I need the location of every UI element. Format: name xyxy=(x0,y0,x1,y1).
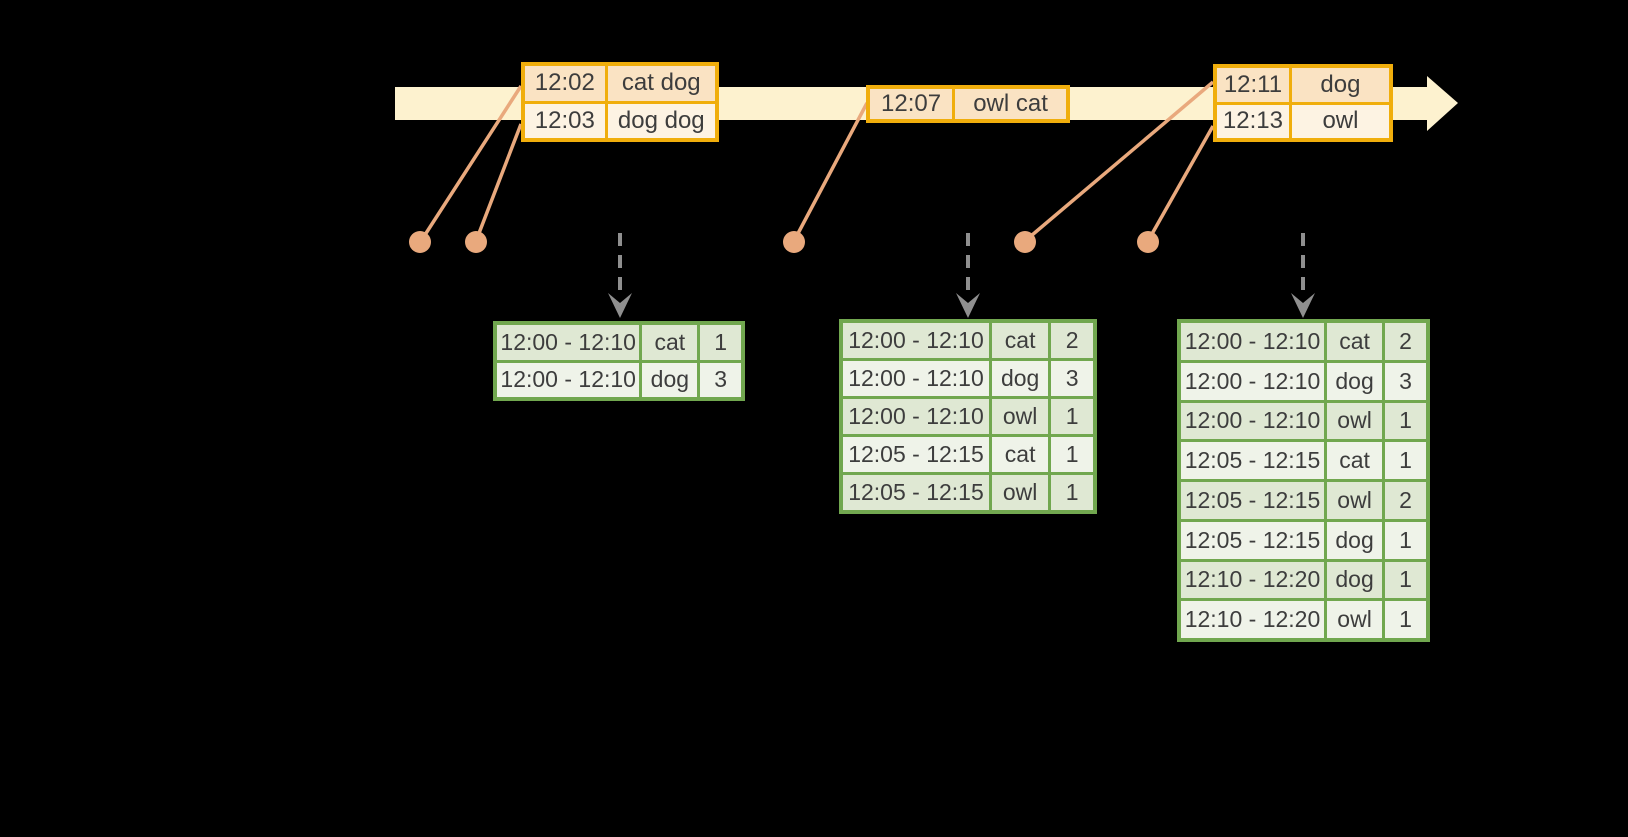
result-cell-count: 3 xyxy=(700,362,741,397)
result-cell-word: cat xyxy=(991,323,1049,358)
result-cell-word: owl xyxy=(991,399,1049,434)
result-cell-window: 12:00 - 12:10 xyxy=(1181,362,1324,400)
result-cell-window: 12:00 - 12:10 xyxy=(1181,402,1324,440)
connector-line xyxy=(1023,80,1215,243)
result-cell-count: 2 xyxy=(1385,482,1426,519)
result-cell-count: 2 xyxy=(1385,323,1426,360)
down-arrowhead-icon xyxy=(608,293,632,318)
result-cell-window: 12:00 - 12:10 xyxy=(843,323,989,358)
result-cell-word: dog xyxy=(1326,362,1383,400)
result-cell-count: 1 xyxy=(1385,442,1426,479)
event-cell-time: 12:13 xyxy=(1217,104,1289,138)
event-cell-words: dog xyxy=(1291,68,1389,102)
result-cell-word: dog xyxy=(642,362,698,397)
event-cell-words: dog dog xyxy=(607,103,715,138)
event-cell-time: 12:02 xyxy=(525,66,605,101)
result-cell-window: 12:00 - 12:10 xyxy=(843,361,989,396)
event-cell-words: owl cat xyxy=(955,89,1066,119)
result-cell-count: 2 xyxy=(1051,323,1093,358)
result-cell-count: 1 xyxy=(1051,475,1093,510)
result-cell-word: cat xyxy=(642,325,698,360)
result-cell-word: owl xyxy=(1326,402,1383,440)
result-cell-word: cat xyxy=(991,437,1049,472)
result-cell-word: cat xyxy=(1326,323,1383,360)
result-cell-word: owl xyxy=(1326,482,1383,519)
event-cell-words: cat dog xyxy=(607,66,715,101)
connector-line xyxy=(792,102,869,242)
result-cell-word: dog xyxy=(991,361,1049,396)
result-cell-word: owl xyxy=(1326,601,1383,638)
result-cell-window: 12:00 - 12:10 xyxy=(497,325,640,360)
result-cell-window: 12:10 - 12:20 xyxy=(1181,601,1324,638)
result-cell-window: 12:05 - 12:15 xyxy=(1181,482,1324,519)
result-cell-count: 1 xyxy=(1385,601,1426,638)
timeline-arrowhead-icon xyxy=(1427,76,1458,131)
result-cell-window: 12:10 - 12:20 xyxy=(1181,561,1324,599)
connector-line xyxy=(474,123,523,242)
event-marker-icon xyxy=(1137,231,1159,253)
result-cell-count: 3 xyxy=(1051,361,1093,396)
result-cell-count: 1 xyxy=(1385,561,1426,599)
result-cell-window: 12:05 - 12:15 xyxy=(843,437,989,472)
result-cell-window: 12:00 - 12:10 xyxy=(843,399,989,434)
result-cell-window: 12:00 - 12:10 xyxy=(497,362,640,397)
result-cell-count: 3 xyxy=(1385,362,1426,400)
result-cell-window: 12:05 - 12:15 xyxy=(843,475,989,510)
result-cell-count: 1 xyxy=(1385,521,1426,559)
event-marker-icon xyxy=(783,231,805,253)
result-cell-word: dog xyxy=(1326,561,1383,599)
down-arrowhead-icon xyxy=(956,293,980,318)
event-marker-icon xyxy=(1014,231,1036,253)
connector-line xyxy=(1146,125,1215,242)
result-cell-word: dog xyxy=(1326,521,1383,559)
result-cell-count: 1 xyxy=(1051,437,1093,472)
event-cell-words: owl xyxy=(1291,104,1389,138)
result-cell-count: 1 xyxy=(1051,399,1093,434)
event-marker-icon xyxy=(465,231,487,253)
event-marker-icon xyxy=(409,231,431,253)
event-cell-time: 12:03 xyxy=(525,103,605,138)
connector-line xyxy=(419,85,523,242)
down-arrowhead-icon xyxy=(1291,293,1315,318)
result-cell-count: 1 xyxy=(700,325,741,360)
result-cell-window: 12:05 - 12:15 xyxy=(1181,521,1324,559)
result-cell-window: 12:00 - 12:10 xyxy=(1181,323,1324,360)
result-cell-count: 1 xyxy=(1385,402,1426,440)
result-cell-window: 12:05 - 12:15 xyxy=(1181,442,1324,479)
result-cell-word: cat xyxy=(1326,442,1383,479)
event-cell-time: 12:11 xyxy=(1217,68,1289,102)
result-cell-word: owl xyxy=(991,475,1049,510)
event-cell-time: 12:07 xyxy=(870,89,953,119)
